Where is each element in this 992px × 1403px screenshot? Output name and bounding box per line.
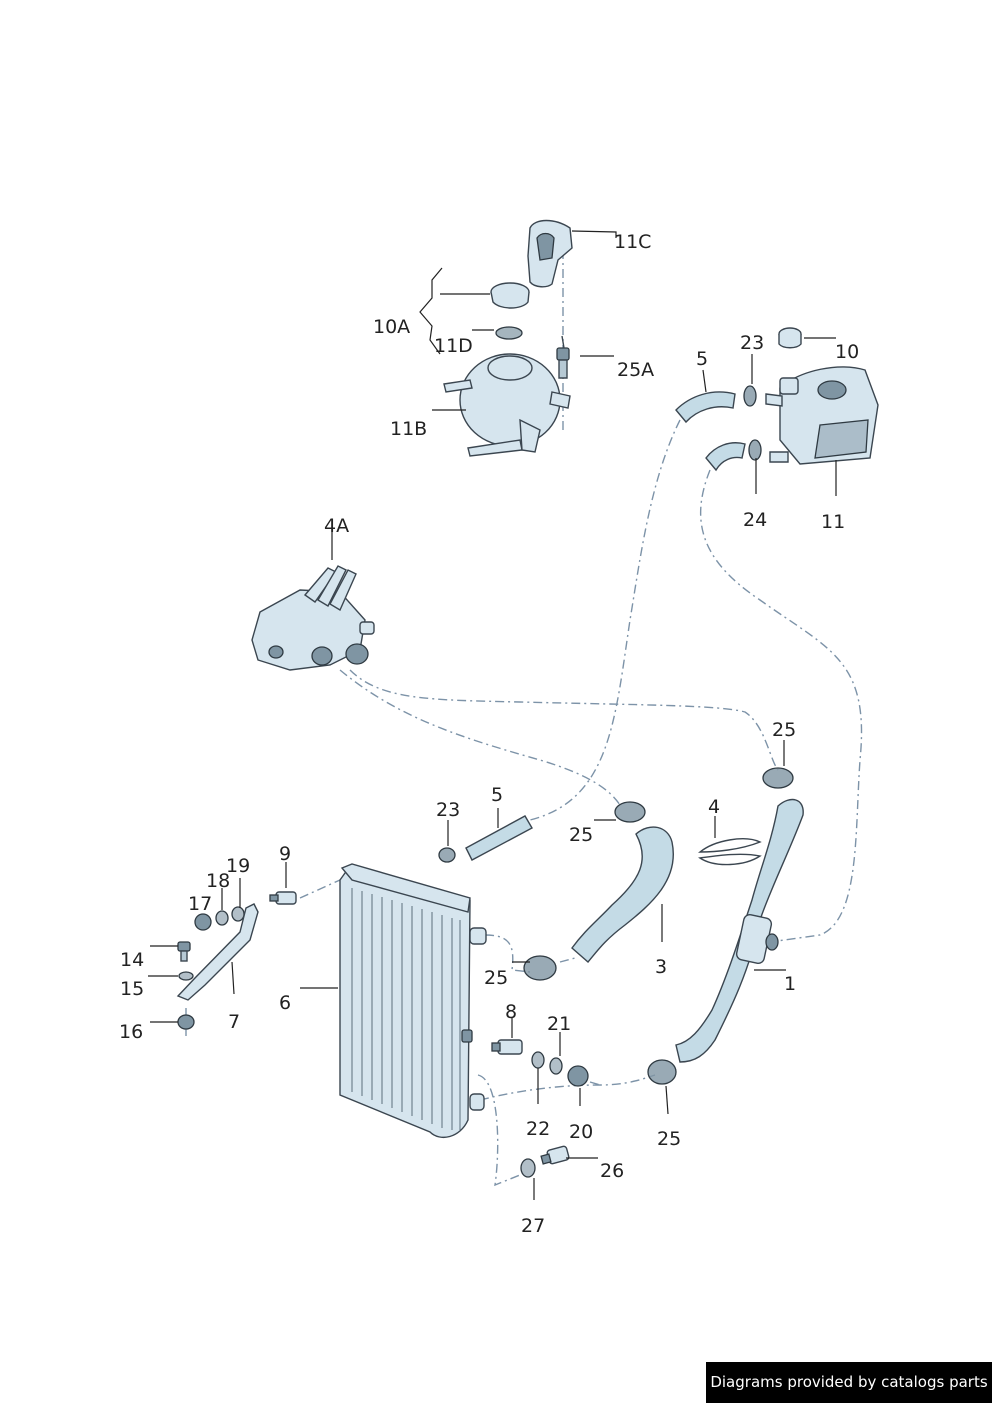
label-3: 3 xyxy=(655,956,667,978)
label-10a: 10A xyxy=(373,316,410,338)
cap-10a xyxy=(490,282,530,309)
part-labels: 11C 10A 11D 25A 11B 5 23 10 24 11 4A 25 … xyxy=(119,231,859,1237)
nut-20 xyxy=(567,1065,589,1087)
bolt-25a xyxy=(556,335,570,379)
sensor-26 xyxy=(540,1145,570,1165)
label-25-hose3-top: 25 xyxy=(569,824,593,846)
radiator-6 xyxy=(339,863,487,1139)
clamp-25-hose1-bottom xyxy=(647,1059,677,1085)
reservoir-11 xyxy=(765,366,879,465)
label-4: 4 xyxy=(708,796,720,818)
leader-lines xyxy=(148,230,837,1200)
label-10: 10 xyxy=(835,341,859,363)
washer-22 xyxy=(531,1051,545,1069)
label-27: 27 xyxy=(521,1215,545,1237)
hose-1-stub xyxy=(765,933,779,951)
seal-11d xyxy=(495,326,523,340)
label-16: 16 xyxy=(119,1021,143,1043)
nut-16 xyxy=(177,1014,195,1030)
label-15: 15 xyxy=(120,978,144,1000)
connection-routes xyxy=(185,250,863,1187)
washer-15 xyxy=(178,971,194,981)
bracket-11c xyxy=(527,219,573,288)
label-25-hose1-bottom: 25 xyxy=(657,1128,681,1150)
hose-5-lower xyxy=(465,815,533,861)
label-6: 6 xyxy=(279,992,291,1014)
label-5-lower: 5 xyxy=(491,784,503,806)
washer-21 xyxy=(549,1057,563,1075)
label-23-lower: 23 xyxy=(436,799,460,821)
cap-10 xyxy=(778,327,802,349)
label-18: 18 xyxy=(206,870,230,892)
label-11d: 11D xyxy=(434,335,473,357)
label-25-hose3-bottom: 25 xyxy=(484,967,508,989)
label-24: 24 xyxy=(743,509,767,531)
label-26: 26 xyxy=(600,1160,624,1182)
label-1: 1 xyxy=(784,973,796,995)
label-25-top-right: 25 xyxy=(772,719,796,741)
bracket-7 xyxy=(176,903,259,1001)
hose-1 xyxy=(675,798,804,1063)
label-21: 21 xyxy=(547,1013,571,1035)
label-19: 19 xyxy=(226,855,250,877)
label-11b: 11B xyxy=(390,418,427,440)
washer-18 xyxy=(215,910,229,926)
label-20: 20 xyxy=(569,1121,593,1143)
label-7: 7 xyxy=(228,1011,240,1033)
hose-3 xyxy=(571,826,674,963)
label-9: 9 xyxy=(279,843,291,865)
footer-credit: Diagrams provided by catalogs parts xyxy=(706,1362,992,1403)
fitting-9 xyxy=(269,891,297,905)
washer-27 xyxy=(520,1158,536,1178)
label-14: 14 xyxy=(120,949,144,971)
label-25a: 25A xyxy=(617,359,654,381)
clamp-25-hose3-top xyxy=(614,801,646,823)
hose-24 xyxy=(705,439,762,472)
label-11: 11 xyxy=(821,511,845,533)
clamp-25-hose3-bottom xyxy=(523,955,557,981)
bolt-14 xyxy=(177,941,191,962)
label-8: 8 xyxy=(505,1001,517,1023)
label-5-upper: 5 xyxy=(696,348,708,370)
label-17: 17 xyxy=(188,893,212,915)
clips-4 xyxy=(698,838,762,866)
label-4a: 4A xyxy=(324,515,349,537)
label-22: 22 xyxy=(526,1118,550,1140)
clamp-23-lower xyxy=(438,847,456,863)
label-11c: 11C xyxy=(614,231,651,253)
thermostat-housing-4a xyxy=(251,565,375,671)
hose-5-upper xyxy=(675,391,736,424)
expansion-tank-11b xyxy=(443,353,571,457)
clamp-25-top-right xyxy=(762,767,794,789)
clamp-23-upper xyxy=(743,385,757,407)
fitting-8 xyxy=(491,1039,523,1055)
washer-19 xyxy=(231,906,245,922)
nut-17 xyxy=(194,913,212,931)
label-23-upper: 23 xyxy=(740,332,764,354)
